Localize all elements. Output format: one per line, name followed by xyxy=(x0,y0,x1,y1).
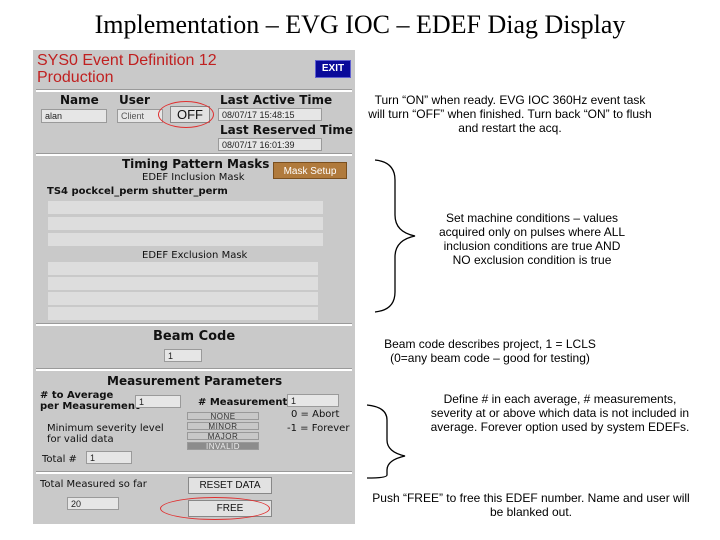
exclusion-mask-row xyxy=(48,262,318,275)
last-active-label: Last Active Time xyxy=(220,93,333,107)
exclusion-mask-row xyxy=(48,307,318,320)
inclusion-mask-label: EDEF Inclusion Mask xyxy=(142,172,245,183)
total-label: Total # xyxy=(42,454,77,465)
mask-setup-button[interactable]: Mask Setup xyxy=(273,162,347,179)
num-meas-label: # Measurements xyxy=(198,397,294,408)
free-annotation: Push “FREE” to free this EDEF number. Na… xyxy=(372,491,690,519)
severity-label-2: for valid data xyxy=(47,434,114,445)
masks-title: Timing Pattern Masks xyxy=(122,157,270,171)
highlight-oval xyxy=(160,497,270,520)
slide-title: Implementation – EVG IOC – EDEF Diag Dis… xyxy=(94,10,626,39)
inclusion-mask-row xyxy=(48,217,323,230)
name-field[interactable]: alan xyxy=(41,109,107,123)
machine-annotation: Set machine conditions – values acquired… xyxy=(438,211,626,267)
measurement-title: Measurement Parameters xyxy=(107,374,283,388)
exit-button[interactable]: EXIT xyxy=(315,60,351,78)
brace-graphics xyxy=(366,159,416,479)
inclusion-mask-row xyxy=(48,233,323,246)
divider xyxy=(36,89,352,92)
exclusion-mask-row xyxy=(48,292,318,305)
divider xyxy=(36,368,352,371)
window-subtitle: Production xyxy=(37,69,114,86)
inclusion-mask-text: TS4 pockcel_perm shutter_perm xyxy=(47,186,228,197)
forever-note: -1 = Forever xyxy=(287,423,350,434)
exclusion-mask-label: EDEF Exclusion Mask xyxy=(142,250,248,261)
severity-option-selected[interactable]: INVALID xyxy=(187,442,259,451)
beam-code-field[interactable]: 1 xyxy=(164,349,202,362)
divider xyxy=(36,471,352,474)
exclusion-mask-row xyxy=(48,277,318,290)
last-active-field: 08/07/17 15:48:15 xyxy=(218,108,322,121)
severity-option[interactable]: MINOR xyxy=(187,422,259,431)
beam-code-label: Beam Code xyxy=(153,329,236,344)
avg-label-2: per Measurement xyxy=(40,401,140,412)
highlight-oval xyxy=(158,101,214,128)
avg-annotation: Define # in each average, # measurements… xyxy=(430,392,690,434)
window-title: SYS0 Event Definition 12 xyxy=(37,52,217,69)
divider xyxy=(36,153,352,156)
brace-icon xyxy=(366,404,406,479)
inclusion-mask-row xyxy=(48,201,323,214)
severity-option[interactable]: NONE xyxy=(187,412,259,421)
last-reserved-field: 08/07/17 16:01:39 xyxy=(218,138,322,151)
total-measured-label: Total Measured so far xyxy=(40,479,147,490)
total-measured-field: 20 xyxy=(67,497,119,510)
total-field[interactable]: 1 xyxy=(86,451,132,464)
num-meas-field[interactable]: 1 xyxy=(287,394,339,407)
avg-field[interactable]: 1 xyxy=(135,395,181,408)
reset-data-button[interactable]: RESET DATA xyxy=(188,477,272,494)
avg-label: # to Average xyxy=(40,390,114,401)
user-field[interactable]: Client xyxy=(117,109,163,123)
divider xyxy=(36,323,352,326)
severity-label: Minimum severity level xyxy=(47,423,164,434)
name-label: Name xyxy=(60,93,99,107)
on-annotation: Turn “ON” when ready. EVG IOC 360Hz even… xyxy=(368,93,652,135)
abort-note: 0 = Abort xyxy=(291,409,340,420)
severity-option[interactable]: MAJOR xyxy=(187,432,259,441)
user-label: User xyxy=(119,93,150,107)
last-reserved-label: Last Reserved Time xyxy=(220,123,354,137)
brace-icon xyxy=(374,159,416,313)
beam-annotation: Beam code describes project, 1 = LCLS (0… xyxy=(384,337,596,365)
